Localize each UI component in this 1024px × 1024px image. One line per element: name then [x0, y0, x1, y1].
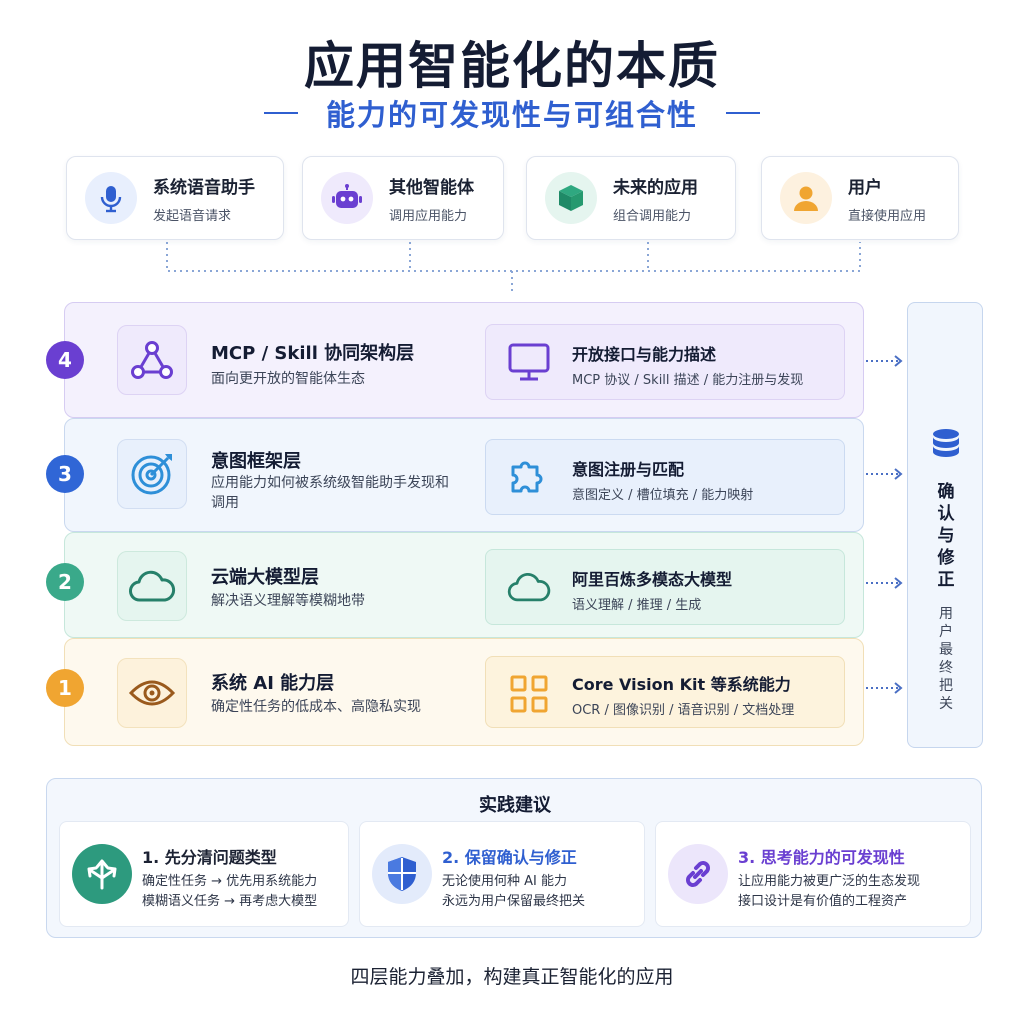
dotted-arrow-right-icon	[866, 355, 903, 367]
sub-desc: OCR / 图像识别 / 语音识别 / 文档处理	[572, 703, 795, 718]
subtitle-row: 能力的可发现性与可组合性	[0, 92, 1024, 134]
target-icon	[117, 439, 187, 509]
dotted-arrow-right-icon	[866, 682, 903, 694]
tip-title: 3. 思考能力的可发现性	[738, 848, 905, 867]
layer-number-badge: 2	[46, 563, 84, 601]
user-icon	[780, 172, 832, 224]
sub-desc: MCP 协议 / Skill 描述 / 能力注册与发现	[572, 373, 804, 388]
dotted-arrow-right-icon	[866, 577, 903, 589]
side-desc-char: 终	[939, 660, 953, 676]
layer-number-badge: 3	[46, 455, 84, 493]
footer-summary: 四层能力叠加，构建真正智能化的应用	[350, 966, 674, 988]
side-desc-char: 把	[939, 678, 953, 694]
tip-desc-line: 让应用能力被更广泛的生态发现	[738, 874, 921, 889]
eye-icon	[117, 658, 187, 728]
layer-desc: 确定性任务的低成本、高隐私实现	[211, 699, 421, 715]
sub-title: 开放接口与能力描述	[572, 345, 717, 364]
caller-card-voice-assistant: 系统语音助手 发起语音请求	[66, 156, 284, 240]
tip-desc-line: 永远为用户保留最终把关	[442, 894, 586, 909]
layer-2-sub-bailian-model: 阿里百炼多模态大模型 语义理解 / 推理 / 生成	[485, 549, 845, 625]
layer-4-mcp-skill: MCP / Skill 协同架构层 面向更开放的智能体生态 开放接口与能力描述 …	[64, 302, 864, 418]
page-title: 应用智能化的本质	[304, 37, 720, 95]
tip-desc-line: 无论使用何种 AI 能力	[442, 874, 567, 889]
layer-desc: 应用能力如何被系统级智能助手发现和调用	[211, 475, 449, 511]
sub-title: 意图注册与匹配	[572, 460, 685, 479]
layer-3-intent-framework: 意图框架层 应用能力如何被系统级智能助手发现和调用 意图注册与匹配 意图定义 /…	[64, 418, 864, 532]
tip-desc-line: 接口设计是有价值的工程资产	[738, 894, 908, 909]
layer-number-badge: 1	[46, 669, 84, 707]
practice-tip-3: 3. 思考能力的可发现性 让应用能力被更广泛的生态发现 接口设计是有价值的工程资…	[655, 821, 971, 927]
layer-desc: 解决语义理解等模糊地带	[211, 593, 365, 609]
layer-1-system-ai: 系统 AI 能力层 确定性任务的低成本、高隐私实现 Core Vision Ki…	[64, 638, 864, 746]
cloud-icon	[117, 551, 187, 621]
microphone-icon	[85, 172, 137, 224]
link-icon	[668, 844, 728, 904]
tip-title: 2. 保留确认与修正	[442, 848, 577, 867]
caller-card-future-apps: 未来的应用 组合调用能力	[526, 156, 736, 240]
layer-number-badge: 4	[46, 341, 84, 379]
side-desc-char: 最	[939, 642, 953, 658]
puzzle-icon	[504, 452, 554, 502]
side-title-char: 认	[937, 504, 955, 524]
split-arrows-icon	[72, 844, 132, 904]
layer-title: 意图框架层	[211, 451, 301, 472]
layer-title: 系统 AI 能力层	[211, 673, 335, 694]
network-nodes-icon	[117, 325, 187, 395]
layer-title: 云端大模型层	[211, 567, 319, 588]
layer-4-sub-open-interface: 开放接口与能力描述 MCP 协议 / Skill 描述 / 能力注册与发现	[485, 324, 845, 400]
tip-title: 1. 先分清问题类型	[142, 848, 277, 867]
practice-title: 实践建议	[479, 795, 551, 816]
caller-desc: 调用应用能力	[389, 208, 468, 224]
tip-desc-line: 确定性任务 → 优先用系统能力	[142, 874, 318, 889]
tip-desc: 确定性任务 → 优先用系统能力 模糊语义任务 → 再考虑大模型	[142, 872, 317, 912]
tip-desc-line: 模糊语义任务 → 再考虑大模型	[142, 894, 318, 909]
side-desc-char: 关	[939, 696, 953, 712]
caller-connector-lines	[166, 242, 861, 294]
side-desc-char: 户	[939, 624, 953, 640]
tip-desc: 无论使用何种 AI 能力 永远为用户保留最终把关	[442, 872, 585, 912]
layer-2-cloud-model: 云端大模型层 解决语义理解等模糊地带 阿里百炼多模态大模型 语义理解 / 推理 …	[64, 532, 864, 638]
caller-title: 其他智能体	[389, 177, 474, 198]
side-title-char: 修	[937, 548, 955, 568]
caller-desc: 发起语音请求	[153, 208, 232, 224]
side-title-char: 正	[937, 570, 955, 590]
sub-desc: 意图定义 / 槽位填充 / 能力映射	[572, 488, 754, 503]
dotted-arrow-right-icon	[866, 468, 903, 480]
practice-section: 实践建议 1. 先分清问题类型 确定性任务 → 优先用系统能力 模糊语义任务 →…	[46, 778, 982, 938]
subtitle-dash-right	[726, 112, 760, 114]
side-desc-char: 用	[939, 606, 953, 622]
sub-title: Core Vision Kit 等系统能力	[572, 675, 791, 694]
layer-desc: 面向更开放的智能体生态	[211, 371, 365, 387]
sub-title: 阿里百炼多模态大模型	[572, 570, 733, 589]
practice-tip-2: 2. 保留确认与修正 无论使用何种 AI 能力 永远为用户保留最终把关	[359, 821, 645, 927]
cloud-icon	[504, 562, 554, 612]
layer-1-sub-core-vision-kit: Core Vision Kit 等系统能力 OCR / 图像识别 / 语音识别 …	[485, 656, 845, 728]
cube-icon	[545, 172, 597, 224]
subtitle-dash-left	[263, 112, 298, 114]
robot-icon	[321, 172, 373, 224]
side-title-char: 与	[937, 526, 955, 546]
shield-icon	[372, 844, 432, 904]
confirm-correct-panel: 确 认 与 修 正 用 户 最 终 把 关	[907, 302, 983, 748]
tip-desc: 让应用能力被更广泛的生态发现 接口设计是有价值的工程资产	[738, 872, 920, 912]
caller-card-other-agents: 其他智能体 调用应用能力	[302, 156, 504, 240]
caller-title: 系统语音助手	[153, 177, 255, 198]
layer-3-sub-intent-matching: 意图注册与匹配 意图定义 / 槽位填充 / 能力映射	[485, 439, 845, 515]
grid-icon	[504, 669, 554, 719]
layer-title: MCP / Skill 协同架构层	[211, 343, 415, 364]
caller-card-user: 用户 直接使用应用	[761, 156, 959, 240]
database-icon	[933, 429, 959, 457]
monitor-icon	[504, 337, 554, 387]
caller-title: 未来的应用	[613, 177, 698, 198]
caller-desc: 直接使用应用	[848, 208, 927, 224]
caller-title: 用户	[848, 177, 882, 198]
page-subtitle: 能力的可发现性与可组合性	[325, 98, 698, 132]
caller-desc: 组合调用能力	[613, 208, 692, 224]
side-title-char: 确	[937, 482, 955, 502]
sub-desc: 语义理解 / 推理 / 生成	[572, 598, 702, 613]
practice-tip-1: 1. 先分清问题类型 确定性任务 → 优先用系统能力 模糊语义任务 → 再考虑大…	[59, 821, 349, 927]
